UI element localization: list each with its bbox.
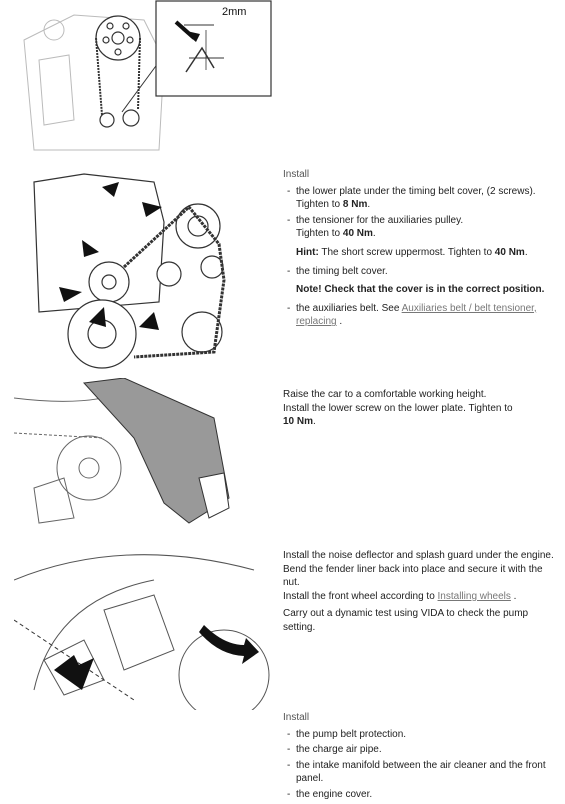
instruction-line: Install the front wheel according to Ins…: [283, 590, 517, 602]
list-item: the charge air pipe.: [283, 743, 559, 757]
installing-wheels-link[interactable]: Installing wheels: [437, 590, 511, 602]
instruction-line: Install the noise deflector and splash g…: [283, 550, 554, 561]
figure-lower-screw: [14, 378, 272, 540]
list-item: the pump belt protection.: [283, 728, 559, 742]
torque-value: 8 Nm: [342, 199, 368, 211]
splash-guard-illustration: [14, 554, 270, 710]
section-install-plate: Install the lower plate under the timing…: [283, 168, 559, 331]
torque-value: 10 Nm: [283, 416, 314, 428]
note-text: Note! Check that the cover is in the cor…: [296, 284, 545, 296]
aux-belt-illustration: [33, 173, 226, 369]
aux-belt-link[interactable]: Auxiliaries belt / belt tensioner, repla…: [296, 302, 537, 328]
dimension-label: 2mm: [222, 6, 246, 18]
figure-splash-guard: [14, 540, 272, 710]
list-item: the engine cover.: [283, 788, 559, 802]
hint-text: Hint: The short screw uppermost. Tighten…: [296, 246, 528, 258]
timing-belt-illustration: 2mm: [23, 0, 272, 151]
section-front-wheel: Install the noise deflector and splash g…: [283, 549, 559, 635]
figure-aux-belt: [14, 162, 272, 376]
instruction-line: Install the lower screw on the lower pla…: [283, 402, 513, 414]
list-item: the intake manifold between the air clea…: [283, 759, 559, 786]
torque-value: 40 Nm: [342, 228, 373, 240]
list-item: the timing belt cover.: [283, 265, 559, 279]
list-item: the lower plate under the timing belt co…: [283, 185, 559, 212]
instruction-line: Raise the car to a comfortable working h…: [283, 389, 487, 400]
section-heading: Install: [283, 169, 310, 180]
section-lower-screw: Raise the car to a comfortable working h…: [283, 388, 559, 429]
section-heading: Install: [283, 712, 310, 723]
figure-timing-belt: 2mm: [14, 0, 272, 162]
detail-inset: 2mm: [155, 0, 272, 97]
section-install-final: Install the pump belt protection. the ch…: [283, 711, 559, 804]
list-item: the auxiliaries belt. See Auxiliaries be…: [283, 302, 559, 329]
lower-screw-illustration: [14, 378, 230, 524]
instruction-line: Bend the fender liner back into place an…: [283, 563, 543, 589]
list-item: the tensioner for the auxiliaries pulley…: [283, 214, 559, 241]
instruction-line: Carry out a dynamic test using VIDA to c…: [283, 608, 529, 633]
